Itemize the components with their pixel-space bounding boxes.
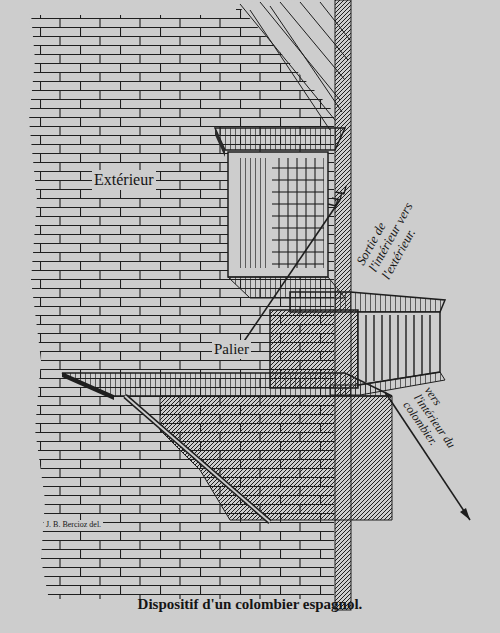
brick-wall-part bbox=[235, 0, 350, 130]
caption: Dispositif d'un colombier espagnol. bbox=[0, 596, 500, 613]
landing-platform-part bbox=[62, 373, 392, 396]
brick-wall-part bbox=[240, 2, 350, 130]
upper-cage-part bbox=[238, 158, 268, 268]
part-label: Palier bbox=[212, 340, 251, 359]
arrow-label: vers l'intérieur du colombier. bbox=[398, 382, 471, 462]
landing-platform-part bbox=[62, 373, 114, 400]
exit-arrow-part bbox=[234, 200, 340, 356]
upper-cage-part bbox=[215, 128, 345, 150]
entry-arrow-part bbox=[460, 508, 470, 520]
arrow-label: Sortie de l'intérieur vers l'extérieur. bbox=[352, 178, 438, 284]
signature: J. B. Bercioz del. bbox=[44, 520, 103, 531]
upper-cage-part bbox=[215, 128, 225, 157]
landing-platform bbox=[62, 373, 392, 522]
upper-cage-part bbox=[272, 158, 324, 268]
exit-arrow bbox=[234, 186, 346, 356]
landing-platform-part bbox=[125, 396, 270, 522]
landing-platform-part bbox=[125, 396, 270, 522]
upper-cage bbox=[215, 128, 345, 298]
middle-cage-part bbox=[366, 315, 430, 382]
upper-cage-part bbox=[228, 152, 328, 277]
region-label: Extérieur bbox=[92, 170, 156, 190]
exit-arrow-part bbox=[328, 186, 346, 206]
middle-cage-part bbox=[290, 292, 445, 312]
